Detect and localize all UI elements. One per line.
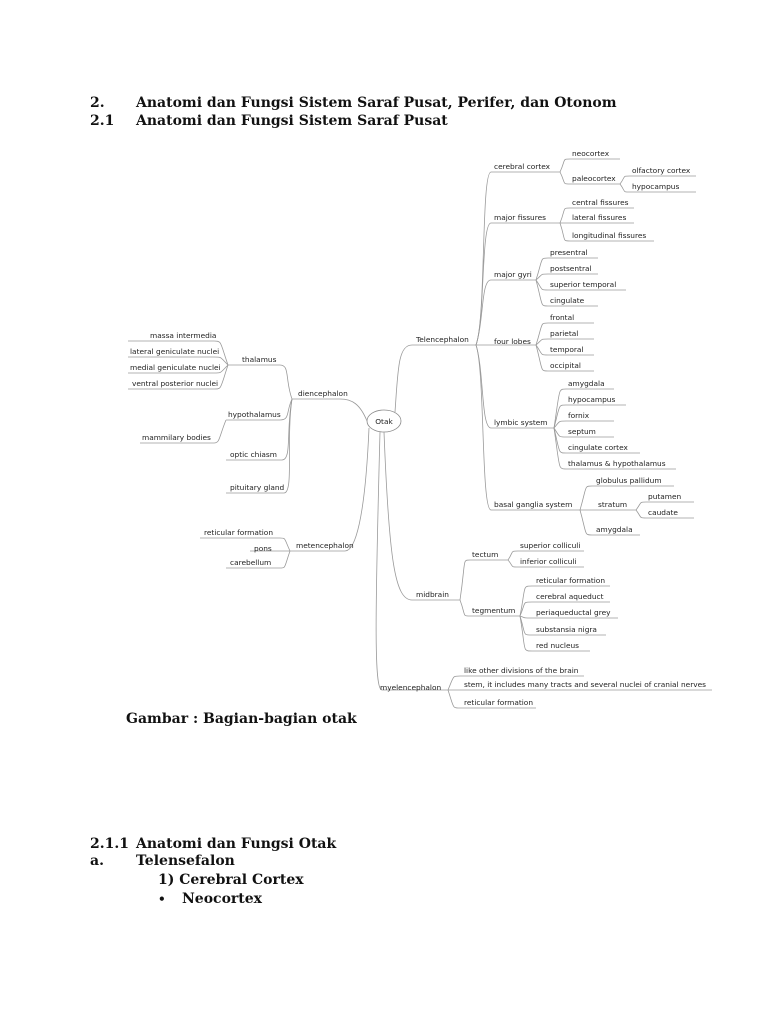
node-pons: pons [254,544,272,553]
node-hypocampus: hypocampus [568,395,615,404]
node-red-nucleus: red nucleus [536,641,579,650]
node-amygdala: amygdala [596,525,633,534]
node-carebellum: carebellum [230,558,271,567]
node-olfactory-cortex: olfactory cortex [632,166,691,175]
node-cerebral-aqueduct: cerebral aqueduct [536,592,604,601]
node-periaqueductal-grey: periaqueductal grey [536,608,611,617]
node-pituitary-gland: pituitary gland [230,483,285,492]
subsection-number: 2.1.1 [90,836,129,852]
node-massa-intermedia: massa intermedia [150,331,216,340]
node-major-gyri: major gyri [494,270,532,279]
node-hypothalamus: hypothalamus [228,410,281,419]
node-reticular-formation: reticular formation [204,528,273,537]
node-thalamus: thalamus [242,355,277,364]
node-longitudinal-fissures: longitudinal fissures [572,231,646,240]
node-lymbic-system: lymbic system [494,418,548,427]
list-letter: a. [90,853,104,869]
node-parietal: parietal [550,329,578,338]
node-superior-colliculi: superior colliculi [520,541,580,550]
bullet-marker: • [158,892,166,906]
node-lateral-fissures: lateral fissures [572,213,626,222]
node-major-fissures: major fissures [494,213,546,222]
figure-caption: Gambar : Bagian-bagian otak [126,711,357,727]
node-hypocampus: hypocampus [632,182,679,191]
bullet-text: Neocortex [182,891,263,907]
node-cerebral-cortex: cerebral cortex [494,162,551,171]
node-optic-chiasm: optic chiasm [230,450,277,459]
node-presentral: presentral [550,248,588,257]
node-lateral-geniculate: lateral geniculate nuclei [130,347,219,356]
section-title: Anatomi dan Fungsi Sistem Saraf Pusat [136,113,448,129]
node-four-lobes: four lobes [494,337,531,346]
section-number: 2.1 [90,113,115,129]
brain-mind-map: Otak [128,149,712,709]
node-postsentral: postsentral [550,264,592,273]
list-title: Telensefalon [136,853,235,869]
node-myelencephalon: myelencephalon [380,683,441,692]
root-label: Otak [375,417,393,426]
node-midbrain: midbrain [416,590,449,599]
node-tegmentum: tegmentum [472,606,515,615]
section-title: Anatomi dan Fungsi Sistem Saraf Pusat, P… [136,95,617,111]
node-labels: Telencephalon cerebral cortex neocortex … [130,149,706,707]
node-like-other-divisions: like other divisions of the brain [464,666,579,675]
branch-lines [128,158,712,709]
node-central-fissures: central fissures [572,198,629,207]
node-paleocortex: paleocortex [572,174,616,183]
node-ventral-posterior: ventral posterior nuclei [132,379,218,388]
node-frontal: frontal [550,313,574,322]
node-temporal: temporal [550,345,583,354]
node-basal-ganglia: basal ganglia system [494,500,572,509]
node-occipital: occipital [550,361,581,370]
node-amygdala: amygdala [568,379,605,388]
root-node: Otak [366,409,402,433]
node-septum: septum [568,427,596,436]
node-reticular-formation: reticular formation [536,576,605,585]
node-inferior-colliculi: inferior colliculi [520,557,577,566]
node-mammilary-bodies: mammilary bodies [142,433,211,442]
node-medial-geniculate: medial geniculate nuclei [130,363,221,372]
list-item-1: 1) Cerebral Cortex [158,872,304,888]
node-tectum: tectum [472,550,498,559]
node-diencephalon: diencephalon [298,389,348,398]
node-neocortex: neocortex [572,149,610,158]
node-cingulate-cortex: cingulate cortex [568,443,628,452]
node-substansia-nigra: substansia nigra [536,625,597,634]
node-cingulate: cingulate [550,296,585,305]
node-metencephalon: metencephalon [296,541,354,550]
subsection-title: Anatomi dan Fungsi Otak [136,836,337,852]
node-reticular-formation: reticular formation [464,698,533,707]
node-putamen: putamen [648,492,682,501]
node-globulus-pallidum: globulus pallidum [596,476,662,485]
node-fornix: fornix [568,411,590,420]
node-stem-includes: stem, it includes many tracts and severa… [464,680,706,689]
node-superior-temporal: superior temporal [550,280,616,289]
node-telencephalon: Telencephalon [415,335,469,344]
node-stratum: stratum [598,500,627,509]
node-caudate: caudate [648,508,678,517]
node-thalamus-hypothalamus: thalamus & hypothalamus [568,459,666,468]
section-number: 2. [90,95,105,111]
